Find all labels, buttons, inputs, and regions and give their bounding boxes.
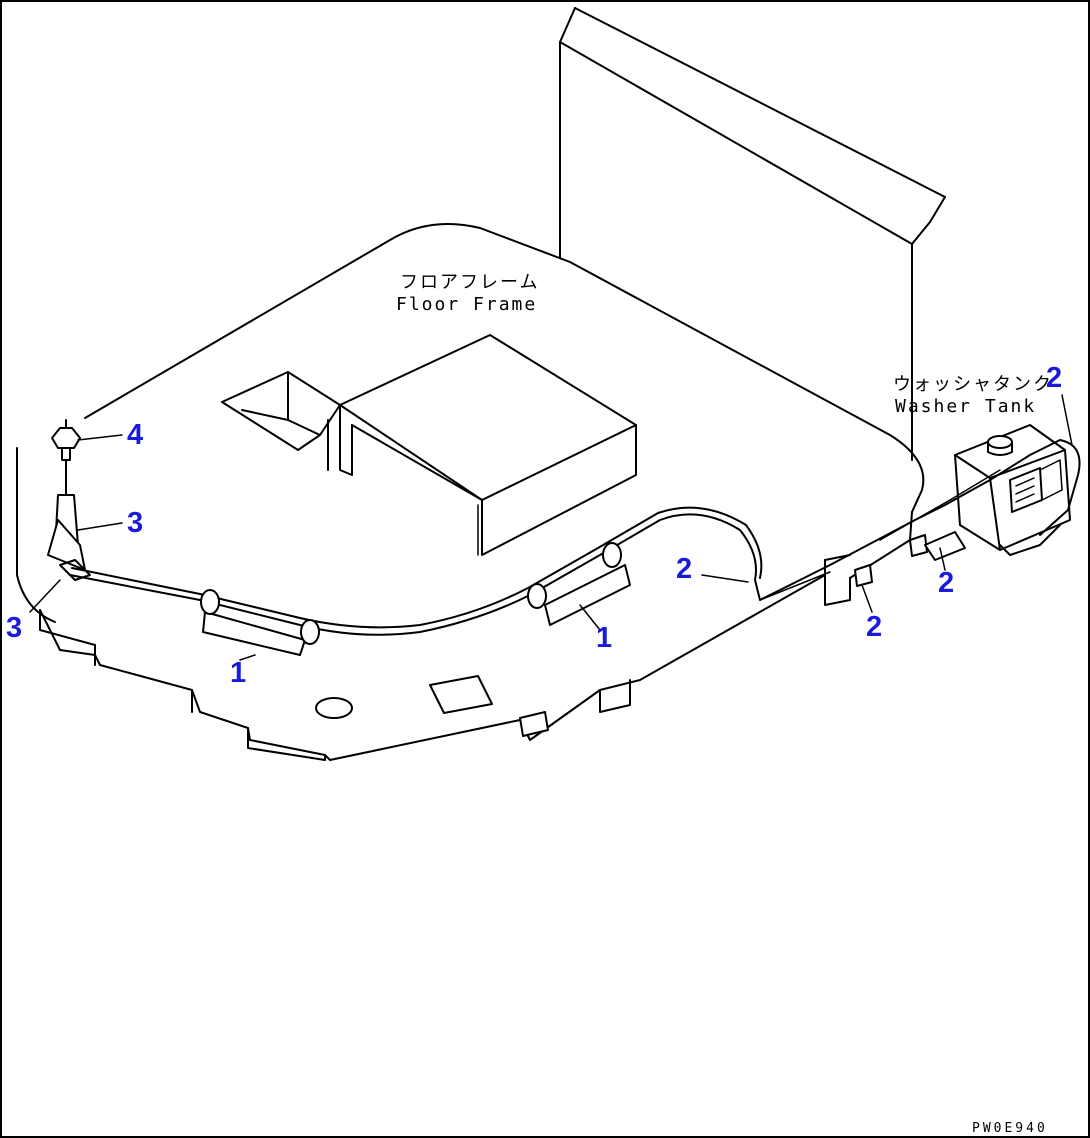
rear-panel <box>559 7 946 461</box>
washer-tank-label-jp: ウォッシャタンク <box>893 374 1053 395</box>
washer-tank-label-en: Washer Tank <box>895 396 1036 417</box>
callout-nozzle-b: 3 <box>6 612 22 644</box>
callout-nozzle-head: 4 <box>127 419 143 451</box>
floor-frame-label-en: Floor Frame <box>396 294 537 315</box>
access-hole <box>429 675 493 714</box>
floor-frame-label-jp: フロアフレーム <box>400 272 539 293</box>
hose-clamps <box>200 531 966 737</box>
tank-cap <box>987 435 1013 449</box>
callout-hose-c: 2 <box>938 567 954 599</box>
callout-clamp-a: 1 <box>230 657 246 689</box>
washer-hose <box>69 439 1081 636</box>
callout-hose-a: 2 <box>676 553 692 585</box>
floor-box <box>221 334 637 556</box>
leader-lines <box>29 394 1073 661</box>
nozzle-assembly <box>47 419 91 581</box>
washer-tank <box>954 424 1071 556</box>
drain-hole <box>315 697 353 719</box>
callout-hose-b: 2 <box>866 611 882 643</box>
callout-nozzle-a: 3 <box>127 507 143 539</box>
callout-clamp-b: 1 <box>596 622 612 654</box>
drawing-code: PW0E940 <box>972 1121 1048 1136</box>
callout-hose-d: 2 <box>1046 362 1062 394</box>
